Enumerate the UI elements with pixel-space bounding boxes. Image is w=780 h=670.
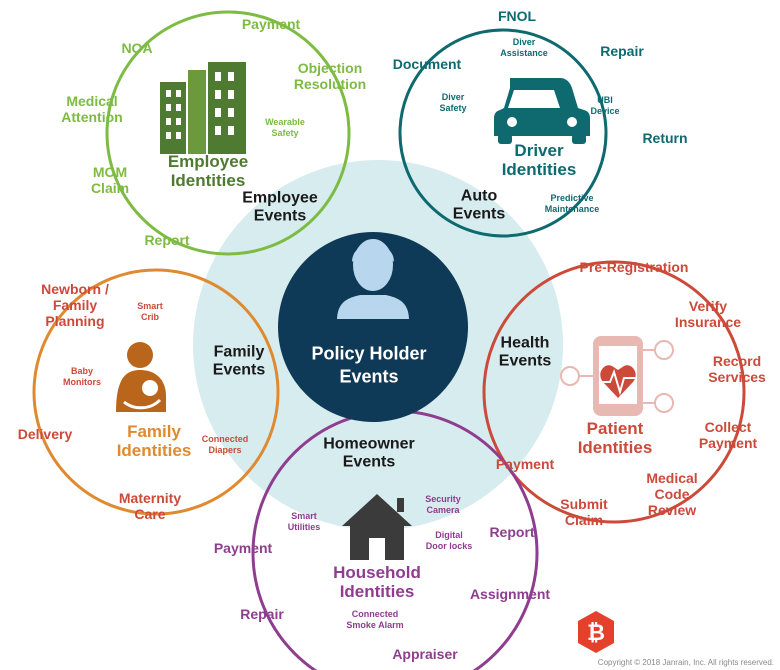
health-label-pre-registration: Pre-Registration <box>579 258 689 275</box>
health-events-label: Health Events <box>498 334 552 370</box>
car-icon <box>494 78 590 144</box>
employee-label-mom-claim: MOM Claim <box>90 163 130 196</box>
family-identities-label: Family Identities <box>116 421 192 460</box>
health-ring <box>482 260 746 524</box>
family-label-newborn-planning: Newborn / Family Planning <box>41 280 109 330</box>
copyright-text: Copyright © 2018 Janrain, Inc. All right… <box>597 658 774 667</box>
family-small-smart-crib: Smart Crib <box>137 301 163 322</box>
family-label-maternity-care: Maternity Care <box>118 489 182 522</box>
building-icon <box>160 62 246 154</box>
home-label-repair: Repair <box>240 605 284 622</box>
employee-small-wearable-safety: Wearable Safety <box>265 117 305 138</box>
driver-identities-label: Driver Identities <box>501 140 577 179</box>
auto-label-document: Document <box>392 55 462 72</box>
health-label-payment: Payment <box>495 455 555 472</box>
health-label-collect-payment: Collect Payment <box>698 418 758 451</box>
employee-label-noa: NOA <box>121 39 153 56</box>
bitcoin-logo-icon: ₿ <box>578 611 614 653</box>
home-small-connected-smoke-alarm: Connected Smoke Alarm <box>346 609 404 630</box>
employee-identities-label: Employee Identities <box>167 151 249 190</box>
house-icon <box>342 494 412 560</box>
auto-ring <box>398 28 608 238</box>
home-small-digital-door-locks: Digital Door locks <box>425 530 473 551</box>
person-icon <box>334 237 412 321</box>
health-label-verify-insurance: Verify Insurance <box>674 297 742 330</box>
household-identities-label: Household Identities <box>333 562 421 601</box>
phone-heart-icon <box>560 336 674 416</box>
auto-small-ubi-device: UBI Device <box>590 95 620 116</box>
employee-label-report: Report <box>144 231 190 248</box>
home-label-appraiser: Appraiser <box>392 645 458 662</box>
home-small-security-camera: Security Camera <box>425 494 461 515</box>
employee-events-label: Employee Events <box>242 189 318 225</box>
auto-label-return: Return <box>642 129 688 146</box>
home-label-report: Report <box>489 523 535 540</box>
auto-events-label: Auto Events <box>452 187 506 223</box>
health-label-record-services: Record Services <box>708 352 766 385</box>
employee-ring <box>105 10 351 256</box>
family-ring <box>32 268 280 516</box>
home-small-smart-utilities: Smart Utilities <box>287 511 321 532</box>
employee-label-payment: Payment <box>241 15 301 32</box>
auto-label-repair: Repair <box>600 42 644 59</box>
home-label-payment: Payment <box>213 539 273 556</box>
center-title: Policy Holder Events <box>311 343 427 387</box>
patient-identities-label: Patient Identities <box>577 418 653 457</box>
mother-child-icon <box>116 342 166 412</box>
health-label-submit-claim: Submit Claim <box>560 495 608 528</box>
family-events-label: Family Events <box>212 343 266 379</box>
employee-label-medical-attention: Medical Attention <box>61 92 123 125</box>
homeowner-events-label: Homeowner Events <box>323 435 415 471</box>
family-small-connected-diapers: Connected Diapers <box>201 434 249 455</box>
svg-text:₿: ₿ <box>587 621 605 646</box>
family-label-delivery: Delivery <box>17 425 73 442</box>
home-label-assignment: Assignment <box>469 585 551 602</box>
auto-small-diver-assistance: Diver Assistance <box>500 37 548 58</box>
family-small-baby-monitors: Baby Monitors <box>63 366 101 387</box>
auto-small-predictive-maintenance: Predictive Maintenance <box>544 193 600 214</box>
employee-label-objection-resolution: Objection Resolution <box>293 59 367 92</box>
auto-label-fnol: FNOL <box>497 7 537 24</box>
center-circle <box>278 232 468 422</box>
auto-small-diver-safety: Diver Safety <box>439 92 467 113</box>
health-label-medical-code-review: Medical Code Review <box>646 469 698 519</box>
